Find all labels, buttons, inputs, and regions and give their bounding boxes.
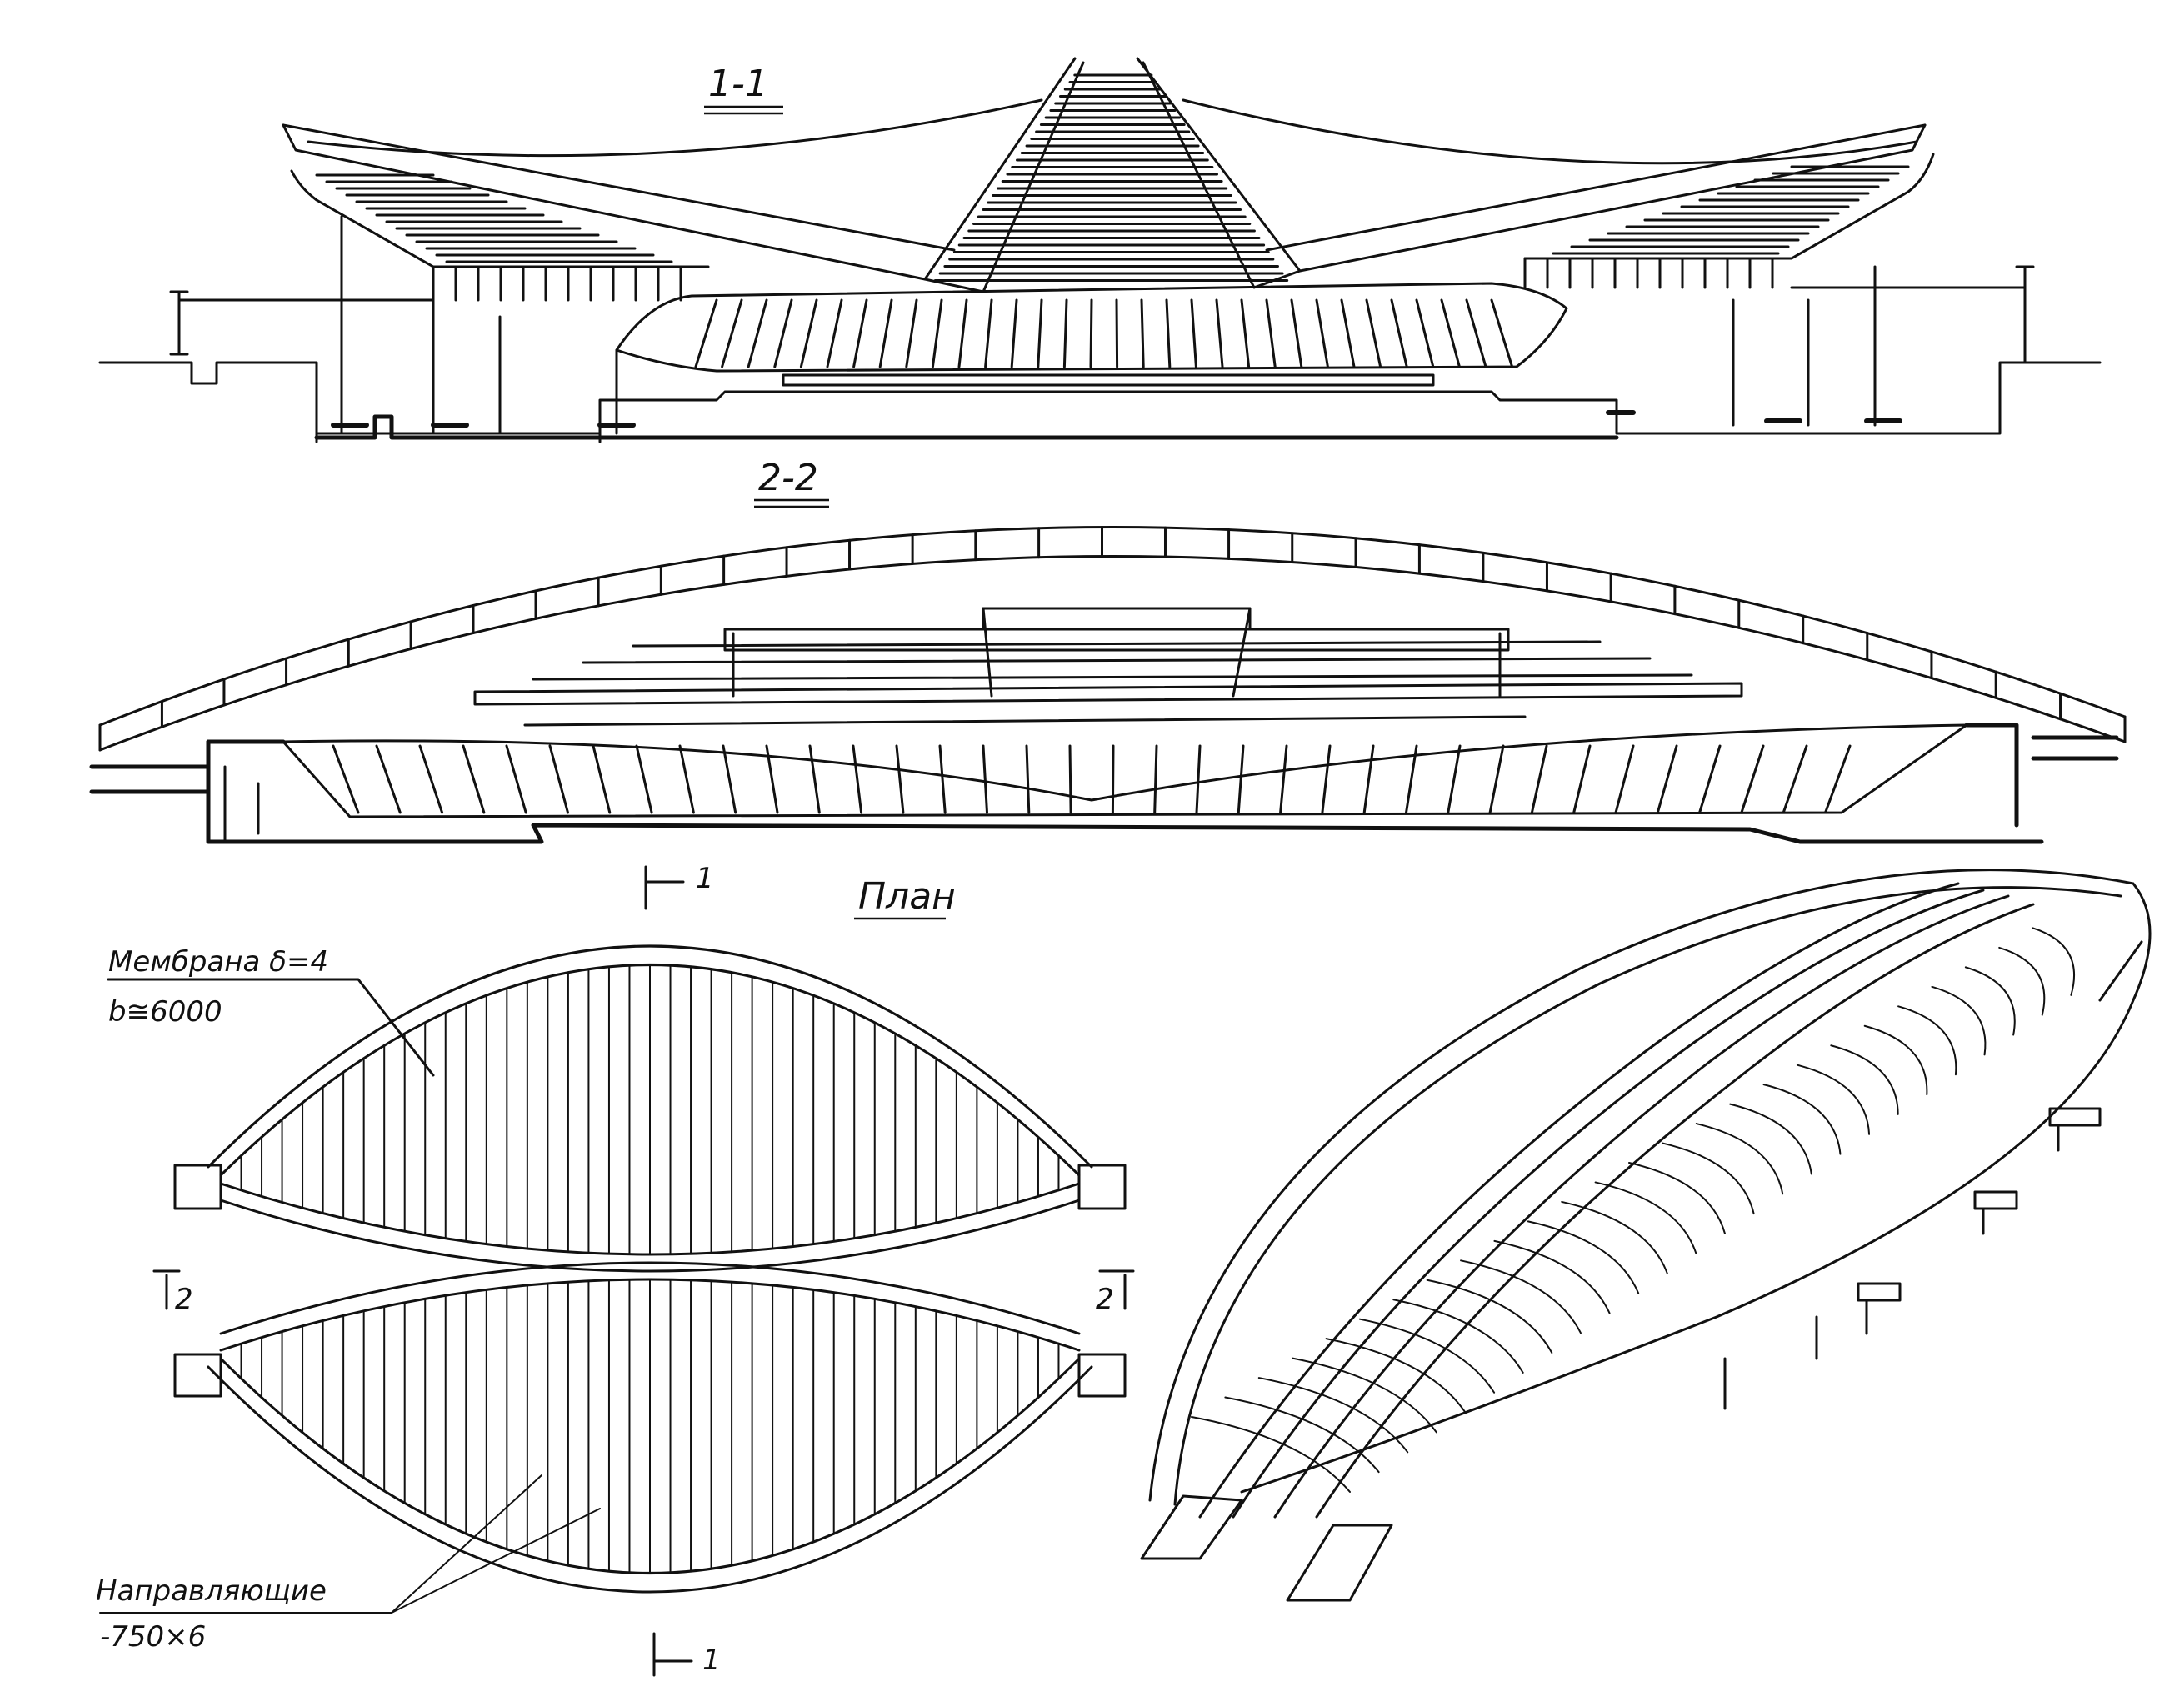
bowl-ribs — [332, 744, 1852, 814]
plan-drawing — [99, 865, 1135, 1677]
membrane-width-label: b≅6000 — [108, 995, 222, 1029]
guides-size-label: -750×6 — [100, 1620, 206, 1654]
section-2-2-title: 2-2 — [758, 457, 818, 499]
mast-hatching — [933, 73, 1289, 282]
membrane-guides — [240, 964, 1060, 1574]
cut-mark-bottom: 1 — [702, 1644, 721, 1677]
guides-label: Направляющие — [96, 1574, 327, 1608]
section-2-2-drawing — [89, 525, 2127, 844]
perspective-ribs — [1191, 927, 2075, 1493]
cut-mark-right: 2 — [1096, 1283, 1114, 1316]
left-stand-steps — [315, 173, 682, 302]
arch-segments — [160, 526, 2062, 728]
membrane-label: Мембрана δ=4 — [108, 945, 328, 979]
arena-ribs — [694, 298, 1514, 368]
perspective-view — [1140, 869, 2152, 1602]
section-1-1-title: 1-1 — [708, 63, 768, 105]
plan-title: План — [858, 875, 956, 918]
right-stand-steps — [1523, 165, 1910, 289]
cut-mark-left: 2 — [175, 1283, 193, 1316]
section-1-1-drawing — [98, 57, 2102, 443]
cut-mark-top: 1 — [696, 862, 714, 895]
